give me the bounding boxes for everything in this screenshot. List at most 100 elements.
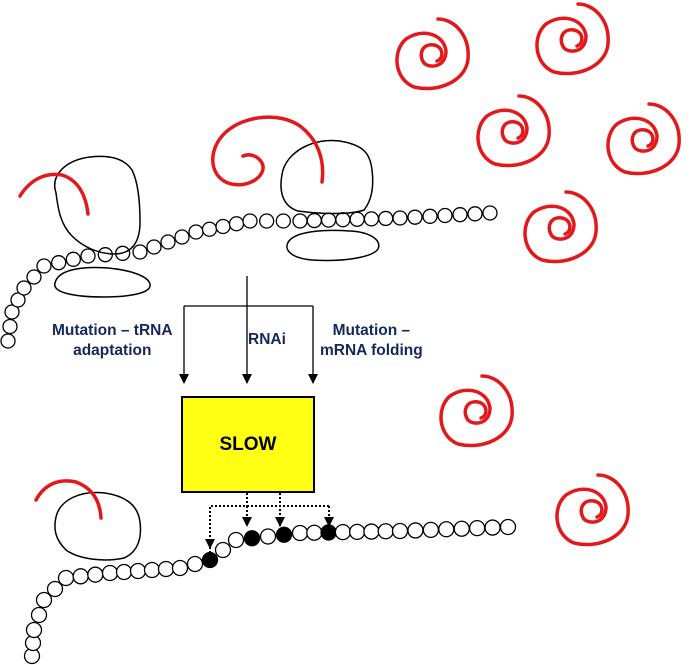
nascent-peptide [18, 172, 90, 216]
ribosome-small-subunit [54, 266, 151, 298]
mrna-codon [214, 541, 232, 559]
ribosome-small-subunit [286, 229, 380, 262]
mrna-codon [407, 209, 423, 225]
mrna-codon [16, 280, 32, 296]
slow-codon [320, 524, 337, 541]
mrna-codon [215, 218, 231, 235]
mrna-codon [391, 522, 409, 540]
mrna-codon [320, 212, 337, 228]
mrna-codon [129, 562, 147, 580]
mrna-codon [363, 523, 380, 540]
ribosome-bottom [34, 479, 142, 561]
mrna-codon [115, 563, 133, 581]
folded-protein [606, 102, 681, 176]
mrna-codon [0, 333, 16, 349]
mrna-codon [292, 213, 308, 229]
mrna-codon [438, 521, 455, 538]
mrna-codon [228, 216, 245, 232]
ribosome-large-subunit [280, 139, 374, 215]
mrna-codon [132, 244, 148, 260]
mrna-codon [482, 205, 498, 221]
mrna-codon [392, 210, 408, 226]
mrna-codon [80, 248, 96, 264]
mrna-codon [291, 524, 309, 542]
label-line: adaptation [73, 342, 152, 359]
input-arrows [179, 276, 318, 384]
mrna-codon [101, 564, 119, 582]
mrna-codon [407, 522, 424, 539]
mrna-codon [335, 212, 351, 228]
mrna-codon [467, 206, 483, 222]
mrna-codon [348, 523, 366, 541]
nascent-peptide [211, 115, 325, 187]
folded-protein [476, 94, 551, 168]
label-mutation-mrna-folding: Mutation – mRNA folding [320, 321, 423, 361]
mrna-codon [242, 213, 258, 229]
folded-proteins [395, 2, 681, 547]
mrna-codon [4, 304, 20, 320]
mrna-codon [72, 568, 89, 585]
mrna-codon [46, 580, 64, 598]
nascent-peptide [34, 479, 103, 520]
mrna-codon [36, 258, 52, 274]
mrna-codon [171, 559, 189, 577]
mrna-codon [30, 606, 48, 624]
mrna-codon [468, 519, 486, 537]
mrna-codon [422, 521, 440, 539]
mrna-codon [2, 318, 18, 335]
mrna-codon [259, 528, 277, 545]
slow-codon [201, 551, 219, 569]
mrna-codon [26, 269, 42, 285]
mrna-codon [259, 213, 275, 229]
mrna-codon [143, 561, 161, 579]
folded-protein [555, 473, 630, 547]
mrna-strand-bottom [23, 518, 517, 665]
ribosome-top-left [54, 155, 151, 298]
label-mutation-trna-adaptation: Mutation – tRNA adaptation [52, 321, 173, 361]
folded-protein [535, 2, 610, 76]
mrna-codon [188, 224, 204, 240]
mrna-codon [87, 566, 104, 583]
label-line: mRNA folding [320, 342, 423, 359]
slowdown-arrows [205, 493, 334, 553]
mrna-codon [186, 555, 204, 573]
mrna-codon [174, 229, 190, 245]
mrna-codon [160, 234, 176, 250]
mrna-codon [97, 247, 113, 263]
mrna-codon [452, 207, 468, 223]
label-rnai: RNAi [248, 331, 286, 348]
slow-label: SLOW [219, 433, 277, 455]
folded-protein [395, 17, 470, 91]
mrna-codon [377, 523, 394, 540]
mrna-codon [499, 518, 517, 536]
mrna-codon [306, 212, 322, 229]
mrna-codon [437, 207, 453, 224]
mrna-codon [306, 524, 323, 541]
mrna-codon [275, 213, 291, 229]
mrna-codon [334, 523, 352, 541]
slow-codon [275, 526, 293, 543]
ribosome-large-subunit [54, 155, 141, 255]
mrna-codon [35, 591, 53, 609]
mrna-codon [484, 519, 501, 536]
label-line: Mutation – tRNA [52, 322, 173, 339]
mrna-codon [10, 292, 26, 308]
ribosome-top-right [280, 139, 380, 262]
folded-protein [439, 374, 514, 448]
folded-protein [523, 190, 598, 264]
slow-box: SLOW [181, 396, 315, 493]
mrna-codon [65, 251, 81, 267]
mrna-codon [57, 569, 75, 587]
mrna-strand-top [0, 205, 498, 349]
mrna-codon [51, 255, 67, 271]
mrna-codon [201, 221, 218, 237]
mrna-codon [453, 520, 470, 537]
mrna-codon [422, 208, 438, 224]
label-line: Mutation – [332, 322, 411, 339]
mrna-codon [349, 211, 365, 227]
mrna-codon [25, 621, 43, 639]
mrna-codon [157, 560, 175, 578]
mrna-codon [146, 239, 162, 255]
